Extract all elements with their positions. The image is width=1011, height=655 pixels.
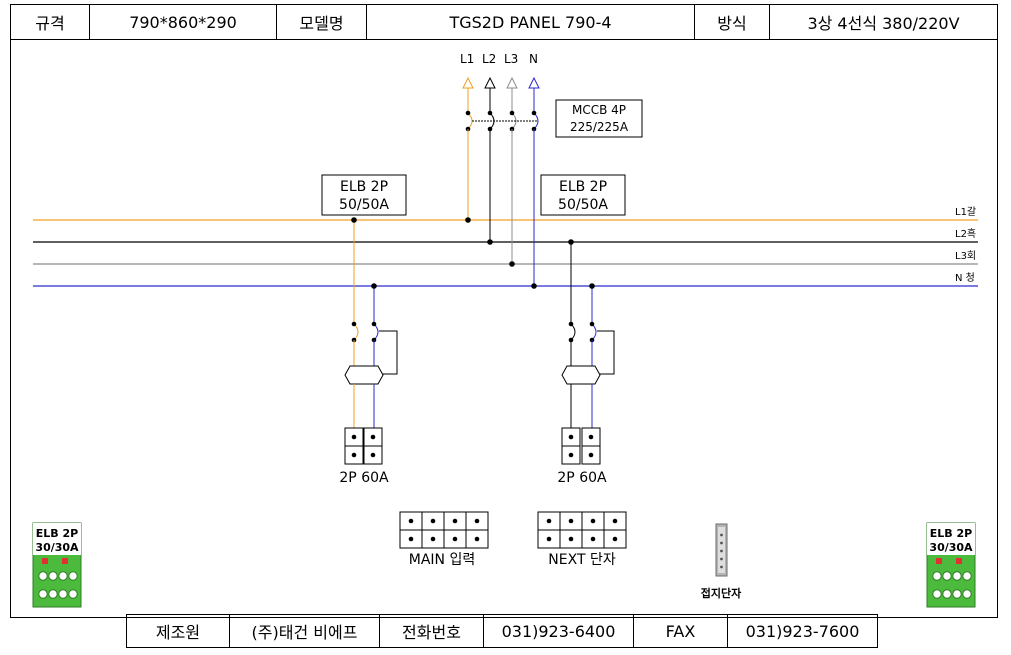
mccb-label-box [555, 99, 643, 138]
phone-value: 031)923-6400 [484, 614, 634, 648]
main-input-label: MAIN 입력 [409, 552, 475, 568]
outlet-right-label: 2P 60A [557, 470, 607, 486]
next-terminal-label: NEXT 단자 [548, 552, 616, 568]
terminal-label-l1: L1 [460, 52, 474, 66]
elb-right-line2: 50/50A [558, 197, 608, 213]
elb-module-left-line1: ELB 2P [36, 527, 78, 540]
arrow-icon [506, 76, 518, 89]
model-value: TGS2D PANEL 790-4 [367, 5, 695, 40]
elb-module-left: ELB 2P 30/30A [32, 522, 82, 608]
method-value: 3상 4선식 380/220V [770, 5, 998, 40]
mccb-contacts [465, 110, 539, 132]
fax-value: 031)923-7600 [728, 614, 878, 648]
elb-right-line1: ELB 2P [559, 179, 607, 195]
maker-label: 제조원 [126, 614, 230, 648]
elb-module-right: ELB 2P 30/30A [926, 522, 976, 608]
elb-left-line2: 50/50A [339, 197, 389, 213]
arrow-icon [484, 76, 496, 89]
elb-right-label-box [540, 174, 626, 216]
ground-terminal-label: 접지단자 [701, 586, 742, 600]
branch-left-circuit [344, 217, 398, 428]
outlet-left [344, 427, 383, 465]
mccb-label-line1: MCCB 4P [572, 103, 626, 117]
outlet-right [561, 427, 601, 465]
terminal-label-n: N [529, 52, 538, 66]
ground-terminal-icon [715, 523, 728, 577]
bus-label-l3: L3회 [955, 250, 976, 262]
elb-module-right-line1: ELB 2P [930, 527, 972, 540]
model-label: 모델명 [277, 5, 367, 40]
next-terminal-block [537, 511, 627, 549]
terminal-label-l2: L2 [482, 52, 496, 66]
bus-label-l1: L1갈 [955, 205, 976, 218]
maker-value: (주)태건 비에프 [230, 614, 380, 648]
mccb-label-line2: 225/225A [570, 120, 629, 134]
terminal-label-l3: L3 [504, 52, 518, 66]
method-label: 방식 [695, 5, 770, 40]
bus-label-l2: L2흑 [955, 227, 976, 240]
arrow-icon [528, 76, 540, 89]
spec-value: 790*860*290 [90, 5, 277, 40]
arrow-icon [462, 76, 474, 89]
fax-label: FAX [634, 614, 728, 648]
main-input-terminal-block [399, 511, 489, 549]
elb-module-right-line2: 30/30A [929, 541, 973, 554]
phone-label: 전화번호 [380, 614, 484, 648]
outlet-left-label: 2P 60A [339, 470, 389, 486]
bus-label-n: N 청 [955, 272, 975, 284]
elb-module-left-line2: 30/30A [35, 541, 79, 554]
branch-right-circuit [561, 239, 615, 428]
title-block-footer: 제조원 (주)태건 비에프 전화번호 031)923-6400 FAX 031)… [126, 614, 878, 648]
elb-left-label-box [321, 174, 407, 216]
title-block-header: 규격 790*860*290 모델명 TGS2D PANEL 790-4 방식 … [10, 4, 998, 40]
spec-label: 규격 [10, 5, 90, 40]
elb-left-line1: ELB 2P [340, 179, 388, 195]
